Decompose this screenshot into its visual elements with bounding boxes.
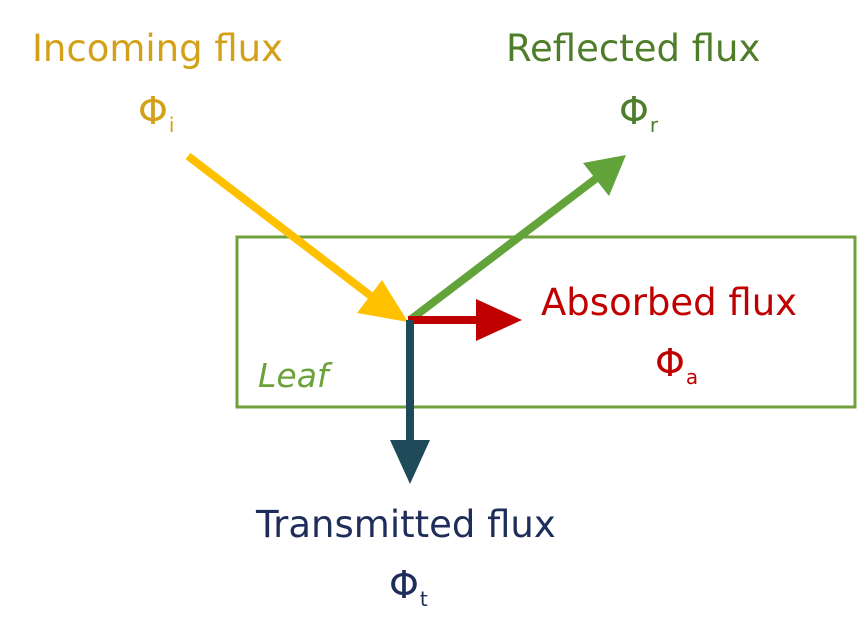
transmitted-subscript: t [419,587,428,611]
reflected-symbol: Φr [619,92,658,135]
absorbed-label: Absorbed flux [541,281,798,324]
transmitted-phi: Φ [389,563,419,607]
transmitted-label: Transmitted flux [256,503,556,546]
incoming-phi: Φ [138,89,168,133]
transmitted-arrow [390,320,430,484]
reflected-subscript: r [649,113,659,137]
incoming-arrow [185,152,408,322]
reflected-label: Reflected flux [506,27,761,70]
incoming-subscript: i [168,113,175,137]
absorbed-phi: Φ [655,341,685,385]
leaf-label: Leaf [258,356,329,395]
leaf-box [235,235,857,409]
incoming-symbol: Φi [138,92,174,135]
transmitted-symbol: Φt [389,566,428,609]
absorbed-symbol: Φa [655,344,698,387]
incoming-label: Incoming flux [32,27,284,70]
absorbed-subscript: a [685,365,699,389]
reflected-arrow [407,155,626,324]
absorbed-arrow [408,299,522,341]
reflected-phi: Φ [619,89,649,133]
